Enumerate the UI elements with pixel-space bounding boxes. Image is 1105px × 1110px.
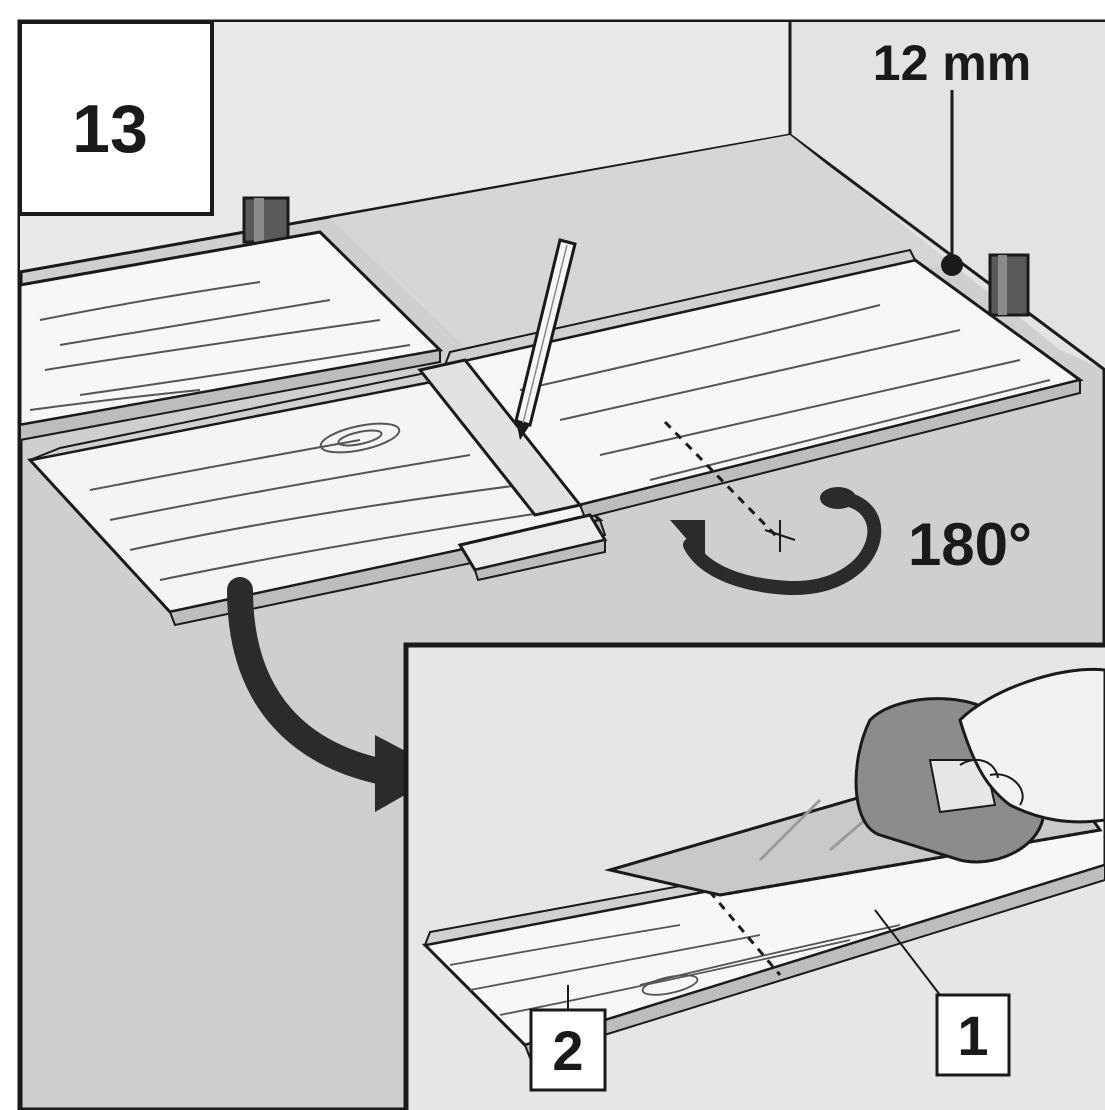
wall-spacer-left xyxy=(242,196,290,244)
step-number: 13 xyxy=(72,91,148,167)
pencil-icon xyxy=(514,238,577,440)
part-label-1: 1 xyxy=(935,993,1011,1077)
wall-spacer-right xyxy=(988,253,1030,317)
part-label-2: 2 xyxy=(529,1008,607,1092)
gap-callout: 12 mm xyxy=(873,35,1031,276)
installed-board-left xyxy=(18,230,444,442)
saw-cut-inset: 1 2 xyxy=(403,642,1105,1110)
part-2-text: 2 xyxy=(552,1019,583,1082)
step-number-box: 13 xyxy=(18,20,214,216)
gap-label: 12 mm xyxy=(873,35,1031,91)
marking-square xyxy=(417,358,608,582)
part-1-text: 1 xyxy=(957,1004,988,1067)
rotate-180-arrow-icon: 180° xyxy=(670,487,1032,596)
rotation-label: 180° xyxy=(908,511,1032,578)
